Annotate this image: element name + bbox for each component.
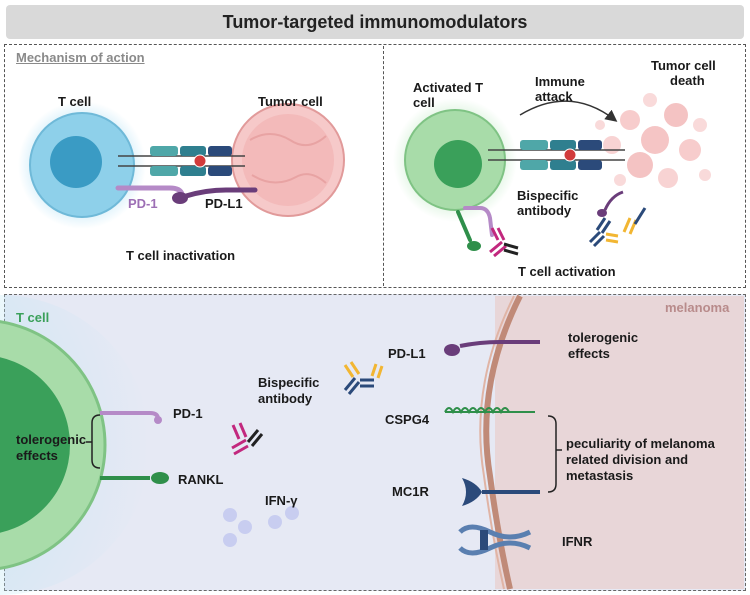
mc1r-receptor	[462, 478, 540, 506]
peculiarity-line3: metastasis	[566, 468, 634, 483]
pd1-pdl1-binding	[115, 185, 258, 204]
peculiarity-line1: peculiarity of melanoma	[566, 436, 715, 451]
tolerogenic-right-line1: tolerogenic	[568, 330, 639, 345]
cspg4-label: CSPG4	[385, 412, 430, 427]
bispecific-antibody-bottom-1	[231, 422, 264, 456]
mechanism-panel	[4, 44, 746, 288]
rankl-bottom	[100, 472, 169, 484]
antibody-cluster-top-right	[588, 190, 647, 248]
tolerogenic-right-line2: effects	[568, 346, 610, 361]
pdl1-label: PD-L1	[205, 196, 243, 211]
t-cell-activation-caption: T cell activation	[518, 264, 616, 279]
tumor-death-label-line1: Tumor cell	[651, 58, 716, 73]
bispecific-bottom-label-line2: antibody	[258, 391, 313, 406]
tolerogenic-left-line2: effects	[16, 448, 58, 463]
pdl1-receptor-bottom	[444, 340, 540, 356]
ifnr-label: IFNR	[562, 534, 593, 549]
bispecific-antibody-top	[489, 227, 519, 258]
peculiarity-line2: related division and	[566, 452, 689, 467]
activated-t-cell	[393, 98, 517, 222]
bottom-pdl1-label: PD-L1	[388, 346, 426, 361]
mechanism-heading: Mechanism of action	[16, 50, 145, 65]
immune-attack-arrow	[519, 100, 618, 122]
tumor-death-label-line2: death	[670, 73, 705, 88]
tumor-cell-label: Tumor cell	[258, 94, 323, 109]
mc1r-label: MC1R	[392, 484, 429, 499]
large-t-cell	[0, 295, 150, 595]
pd1-label: PD-1	[128, 196, 158, 211]
tumor-cell	[231, 103, 345, 217]
tcr-complex-right	[488, 140, 625, 170]
bottom-pd1-label: PD-1	[173, 406, 203, 421]
immune-attack-label-line1: Immune	[535, 74, 585, 89]
t-cell-label: T cell	[58, 94, 92, 109]
bispecific-antibody-bottom-2	[343, 361, 384, 395]
pd1-blocked-right	[456, 206, 494, 251]
ifnr-receptor	[458, 524, 532, 556]
melanoma-membrane	[483, 294, 523, 590]
activated-t-cell-label-line2: cell	[413, 95, 435, 110]
ifn-gamma-label: IFN-γ	[265, 493, 298, 508]
figure-title: Tumor-targeted immunomodulators	[6, 5, 744, 39]
bispecific-bottom-label-line1: Bispecific	[258, 375, 320, 390]
t-cell-inactivation-caption: T cell inactivation	[126, 248, 236, 263]
t-cell-inactive	[18, 101, 146, 229]
right-bracket	[547, 415, 562, 493]
ifn-gamma-molecules	[223, 506, 299, 547]
cspg4-receptor	[444, 407, 535, 415]
tcr-complex-left	[118, 146, 245, 176]
bispecific-top-label-line2: antibody	[517, 203, 572, 218]
panel-divider	[383, 46, 384, 286]
pd1-receptor-bottom	[100, 411, 162, 424]
tolerogenic-left-line1: tolerogenic	[16, 432, 87, 447]
melanoma-region	[495, 296, 744, 589]
rankl-label: RANKL	[178, 472, 224, 487]
activated-t-cell-label-line1: Activated T	[413, 80, 484, 95]
immune-attack-label-line2: attack	[535, 89, 573, 104]
bispecific-top-label-line1: Bispecific	[517, 188, 579, 203]
bottom-t-cell-label: T cell	[16, 310, 50, 325]
dying-tumor-cell	[595, 93, 711, 188]
melanoma-label: melanoma	[665, 300, 730, 315]
left-bracket	[86, 414, 101, 469]
